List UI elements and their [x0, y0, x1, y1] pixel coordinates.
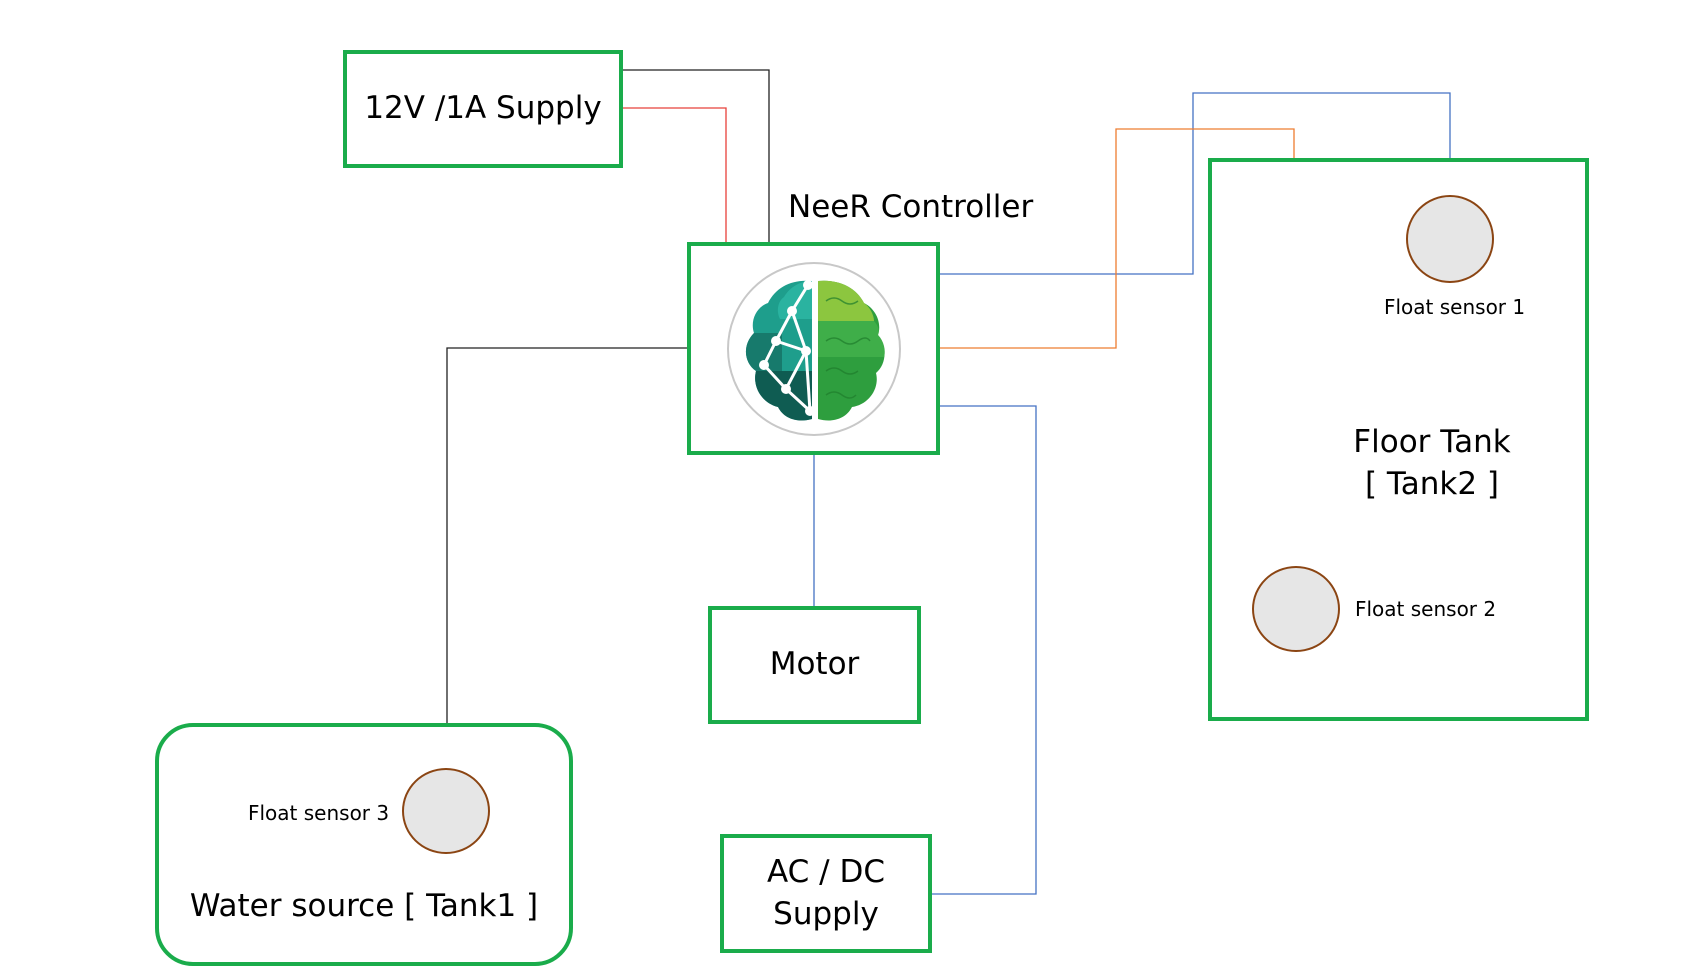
acdc-supply-label: AC / DC Supply: [767, 853, 885, 932]
wire-sensor3: [446, 347, 688, 768]
float-sensor-1-label: Float sensor 1: [1384, 295, 1526, 319]
wire-supply-red: [622, 107, 727, 243]
tank1-box: Water source [ Tank1 ]: [155, 723, 573, 966]
wire-acdc: [931, 405, 1037, 895]
float-sensor-2: [1252, 566, 1340, 652]
wire-supply-black: [622, 69, 770, 243]
tank1-label: Water source [ Tank1 ]: [189, 888, 539, 925]
wire-sensor1: [939, 92, 1451, 275]
motor-box: Motor: [708, 606, 921, 724]
controller-title: NeeR Controller: [788, 189, 1034, 225]
acdc-supply-box: AC / DC Supply: [720, 834, 932, 953]
brain-logo-icon: [726, 261, 901, 436]
float-sensor-3: [402, 768, 490, 854]
tank2-box: Floor Tank [ Tank2 ]: [1208, 158, 1589, 721]
float-sensor-2-label: Float sensor 2: [1355, 597, 1497, 621]
float-sensor-3-label: Float sensor 3: [248, 801, 390, 825]
float-sensor-1: [1406, 195, 1494, 283]
supply-12v-label: 12V /1A Supply: [364, 90, 602, 127]
controller-box: [687, 242, 940, 455]
tank2-label: Floor Tank [ Tank2 ]: [1353, 424, 1511, 502]
motor-label: Motor: [769, 646, 860, 683]
supply-12v-box: 12V /1A Supply: [343, 50, 623, 168]
